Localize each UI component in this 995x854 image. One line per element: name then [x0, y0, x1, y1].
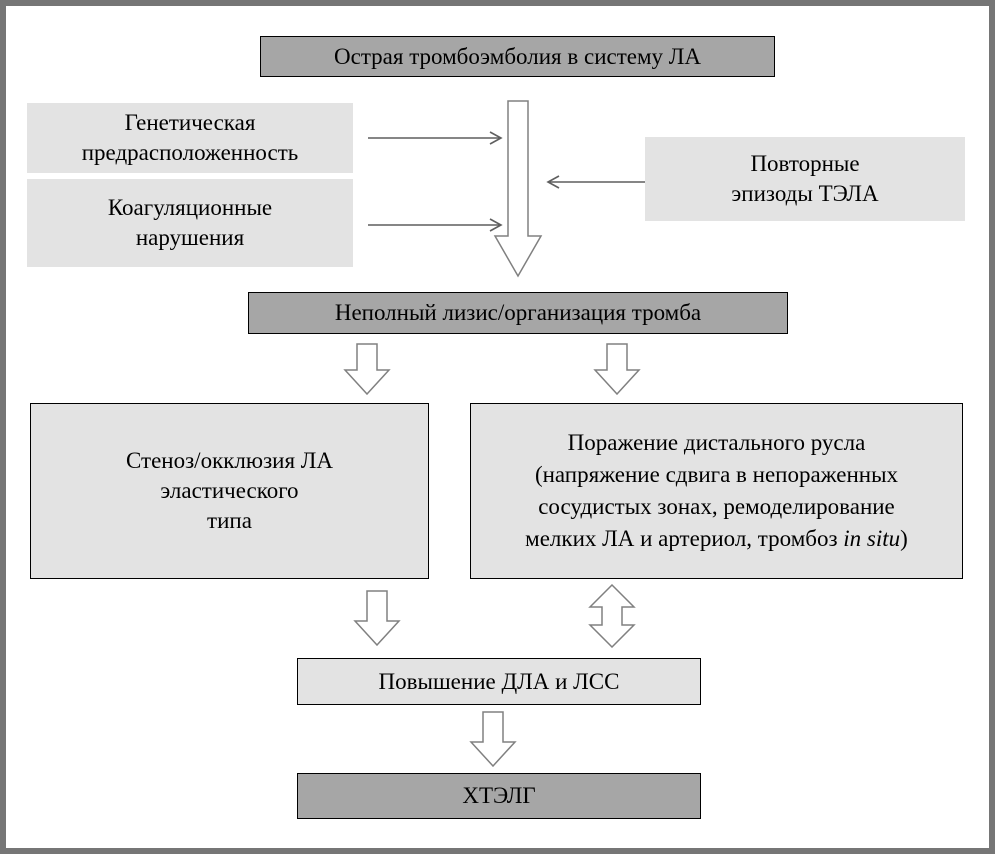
outcome-label: ХТЭЛГ: [462, 783, 536, 808]
lysis-down-arrow-left: [343, 343, 391, 395]
genetic-right-arrow: [368, 131, 503, 145]
distal-line4: мелких ЛА и артериол, тромбоз in situ): [525, 523, 908, 555]
box-incomplete-lysis: Неполный лизис/организация тромба: [248, 292, 788, 334]
box-stenosis-occlusion: Стеноз/окклюзия ЛА эластического типа: [30, 403, 429, 579]
distal-line4-close: ): [900, 526, 908, 551]
coagulation-right-arrow: [368, 218, 503, 232]
main-down-arrow: [493, 100, 543, 278]
recurrent-line1: Повторные: [750, 151, 860, 176]
genetic-line1: Генетическая: [124, 110, 256, 135]
coagulation-line1: Коагуляционные: [107, 195, 273, 220]
box-coagulation-disorders: Коагуляционные нарушения: [27, 179, 353, 267]
box-pressure-increase: Повышение ДЛА и ЛСС: [297, 658, 701, 705]
distal-line2: (напряжение сдвига в непораженных: [534, 462, 899, 487]
stenosis-line2: эластического: [160, 478, 299, 503]
box-genetic-predisposition: Генетическая предрасположенность: [27, 103, 353, 173]
distal-line3: сосудистых зонах, ремоделирование: [538, 494, 895, 519]
lysis-down-arrow-right: [593, 343, 641, 395]
distal-double-arrow: [588, 584, 636, 648]
box-cteph-outcome: ХТЭЛГ: [297, 773, 701, 819]
pressure-down-arrow: [469, 711, 517, 767]
stenosis-line1: Стеноз/окклюзия ЛА: [125, 448, 334, 473]
genetic-line2: предрасположенность: [81, 140, 299, 165]
pressure-label: Повышение ДЛА и ЛСС: [378, 668, 620, 694]
stenosis-down-arrow: [353, 590, 401, 646]
distal-line4-text: мелких ЛА и артериол, тромбоз: [525, 526, 838, 551]
box-acute-thromboembolism: Острая тромбоэмболия в систему ЛА: [260, 36, 775, 77]
recurrent-left-arrow: [546, 175, 645, 189]
recurrent-line2: эпизоды ТЭЛА: [731, 181, 879, 206]
lysis-label: Неполный лизис/организация тромба: [334, 300, 702, 325]
box-recurrent-pe-episodes: Повторные эпизоды ТЭЛА: [645, 137, 965, 221]
box-acute-label: Острая тромбоэмболия в систему ЛА: [334, 43, 701, 69]
box-distal-bed-lesion: Поражение дистального русла (напряжение …: [470, 403, 963, 579]
coagulation-line2: нарушения: [135, 225, 245, 250]
distal-line4-italic: in situ: [843, 526, 901, 551]
distal-line1: Поражение дистального русла: [567, 430, 866, 455]
stenosis-line3: типа: [207, 508, 252, 533]
